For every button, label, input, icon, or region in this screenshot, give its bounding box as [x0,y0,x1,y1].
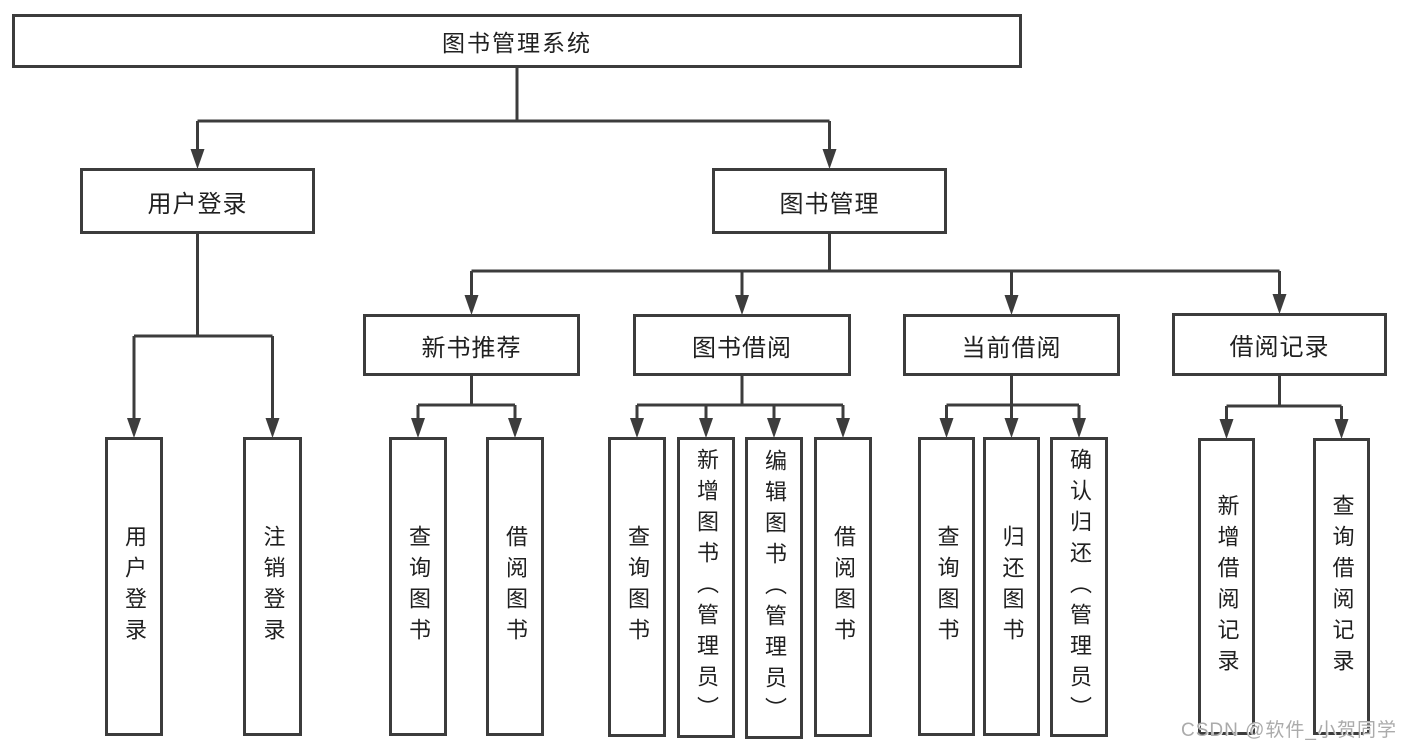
arrowhead-icon [1004,418,1019,438]
node-book-borrow: 图书借阅 [633,314,851,376]
node-leaf-return-book: 归还图书 [983,437,1040,736]
arrowhead-icon [508,418,522,438]
node-label: 图书借阅 [692,334,792,362]
node-label: 查询图书 [625,525,650,649]
node-label: 确认归还（管理员） [1067,447,1092,727]
node-leaf-query-book-2: 查询图书 [608,437,666,737]
node-leaf-edit-book: 编辑图书（管理员） [745,437,803,739]
node-label: 新增图书（管理员） [694,448,719,727]
node-root: 图书管理系统 [12,14,1022,68]
node-label: 借阅图书 [831,525,856,649]
arrowhead-icon [1004,295,1019,315]
node-leaf-query-book-3: 查询图书 [918,437,975,736]
arrowhead-icon [1272,294,1287,314]
node-leaf-query-book-1: 查询图书 [389,437,447,736]
node-leaf-logout: 注销登录 [243,437,302,736]
node-label: 图书管理 [779,190,880,218]
arrowhead-icon [411,418,425,438]
arrowhead-icon [1219,419,1234,439]
node-leaf-borrow-book-1: 借阅图书 [486,437,544,736]
node-leaf-borrow-book-2: 借阅图书 [814,437,872,737]
node-leaf-user-login: 用户登录 [105,437,163,736]
node-label: 当前借阅 [961,334,1062,362]
arrowhead-icon [190,149,205,169]
node-label: 图书管理系统 [442,30,592,56]
node-label: 注销登录 [260,524,286,649]
arrowhead-icon [939,418,954,438]
arrowhead-icon [464,295,479,315]
arrowhead-icon [630,418,644,438]
node-current-borrow: 当前借阅 [903,314,1120,376]
arrowhead-icon [822,149,837,169]
arrowhead-icon [265,418,280,438]
node-label: 用户登录 [147,190,248,218]
node-borrow-record: 借阅记录 [1172,313,1387,376]
arrowhead-icon [767,418,781,438]
node-label: 查询图书 [406,524,431,649]
arrowhead-icon [735,295,749,315]
node-leaf-add-book: 新增图书（管理员） [677,437,735,738]
node-label: 查询借阅记录 [1329,493,1355,680]
watermark: CSDN @软件_小贺同学 [1181,720,1397,741]
arrowhead-icon [836,418,850,438]
node-book-mgmt: 图书管理 [712,168,947,234]
node-label: 新书推荐 [421,334,522,362]
arrowhead-icon [699,418,713,438]
arrowhead-icon [127,418,141,438]
arrowhead-icon [1072,418,1086,438]
node-label: 用户登录 [122,524,147,649]
node-label: 借阅记录 [1229,334,1330,361]
node-label: 新增借阅记录 [1214,493,1240,680]
node-leaf-confirm-return: 确认归还（管理员） [1050,437,1108,737]
node-label: 借阅图书 [503,524,528,649]
node-label: 编辑图书（管理员） [762,448,787,728]
node-user-login: 用户登录 [80,168,315,234]
arrowhead-icon [1334,419,1349,439]
node-leaf-query-record: 查询借阅记录 [1313,438,1370,735]
node-label: 查询图书 [934,524,960,649]
node-label: 归还图书 [999,524,1025,649]
node-leaf-add-record: 新增借阅记录 [1198,438,1255,735]
node-new-book: 新书推荐 [363,314,580,376]
